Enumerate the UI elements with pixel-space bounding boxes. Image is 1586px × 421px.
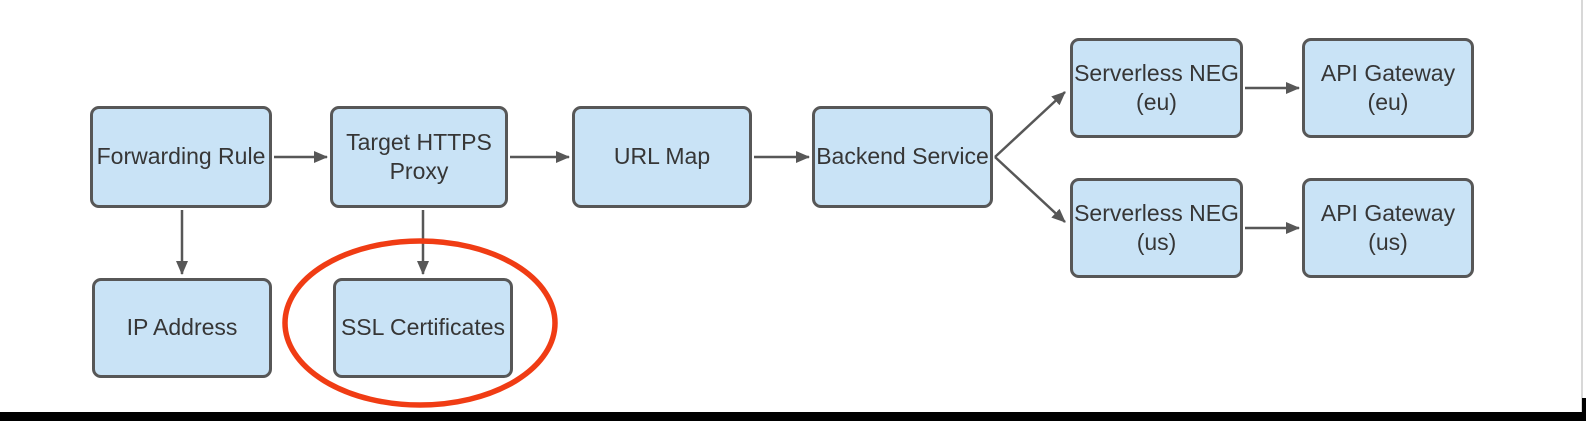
node-label: Serverless NEG (eu): [1074, 59, 1239, 115]
node-serverless-neg-us: Serverless NEG (us): [1070, 178, 1243, 278]
node-target-https-proxy: Target HTTPS Proxy: [330, 106, 508, 208]
arrow-backend-to-neg-eu: [994, 91, 1066, 158]
node-label: SSL Certificates: [340, 314, 506, 341]
node-url-map: URL Map: [572, 106, 752, 208]
screen-edge-bottom-bar: [0, 412, 1586, 421]
node-forwarding-rule: Forwarding Rule: [90, 106, 272, 208]
node-label: Serverless NEG (us): [1074, 199, 1239, 255]
node-label: Backend Service: [816, 143, 989, 170]
node-serverless-neg-eu: Serverless NEG (eu): [1070, 38, 1243, 138]
node-api-gateway-us: API Gateway (us): [1302, 178, 1474, 278]
node-ip-address: IP Address: [92, 278, 272, 378]
node-label: API Gateway (eu): [1320, 59, 1456, 115]
node-ssl-certificates: SSL Certificates: [333, 278, 513, 378]
node-label: Target HTTPS Proxy: [346, 128, 492, 184]
arrow-backend-to-neg-us: [994, 156, 1066, 223]
screen-edge-right-line: [1581, 0, 1583, 412]
node-api-gateway-eu: API Gateway (eu): [1302, 38, 1474, 138]
node-label: IP Address: [126, 314, 238, 341]
node-label: URL Map: [613, 143, 711, 170]
node-label: Forwarding Rule: [96, 143, 266, 170]
node-label: API Gateway (us): [1320, 199, 1456, 255]
screen-edge-right-nib: [1582, 398, 1586, 421]
node-backend-service: Backend Service: [812, 106, 993, 208]
